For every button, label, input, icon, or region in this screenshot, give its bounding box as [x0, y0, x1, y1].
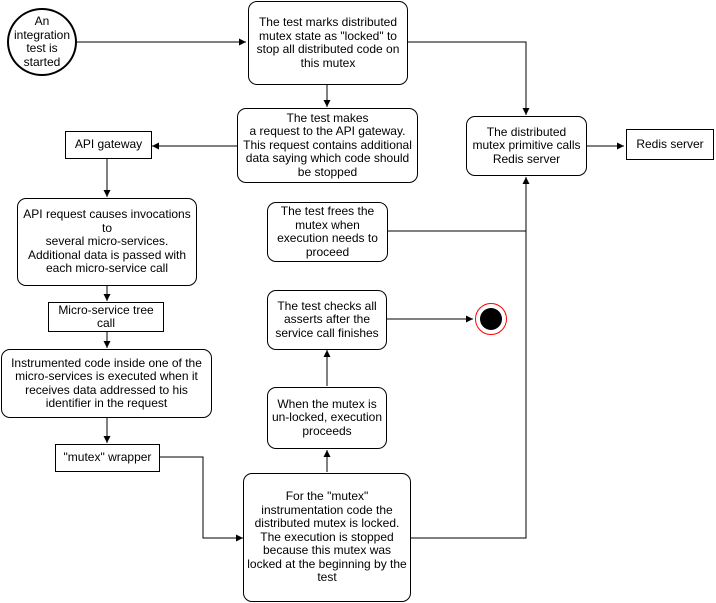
- end-node: [475, 303, 507, 335]
- edge-marks-to-primitive: [408, 41, 530, 115]
- redis-server-node: Redis server: [626, 129, 714, 160]
- edge-locked-to-primitive: [411, 177, 530, 539]
- end-node-dot: [480, 308, 502, 330]
- frees-mutex-node: The test frees the mutex when execution …: [267, 202, 388, 262]
- api-gateway-node: API gateway: [65, 131, 152, 159]
- invocations-node: API request causes invocations to severa…: [17, 198, 197, 286]
- checks-asserts-node: The test checks all asserts after the se…: [267, 290, 387, 350]
- request-api-gateway-node: The test makes a request to the API gate…: [237, 108, 418, 183]
- instrumented-code-node: Instrumented code inside one of the micr…: [1, 349, 212, 418]
- mutex-wrapper-node: "mutex" wrapper: [55, 444, 160, 472]
- micro-service-tree-node: Micro-service tree call: [48, 302, 164, 332]
- mutex-locked-node: For the "mutex" instrumentation code the…: [243, 473, 411, 602]
- edge-wrapper-to-locked: [160, 456, 243, 542]
- mutex-primitive-node: The distributed mutex primitive calls Re…: [466, 116, 587, 176]
- marks-mutex-locked-node: The test marks distributed mutex state a…: [248, 1, 408, 85]
- start-node: An integration test is started: [7, 8, 77, 76]
- mutex-unlocked-node: When the mutex is un-locked, execution p…: [267, 387, 387, 449]
